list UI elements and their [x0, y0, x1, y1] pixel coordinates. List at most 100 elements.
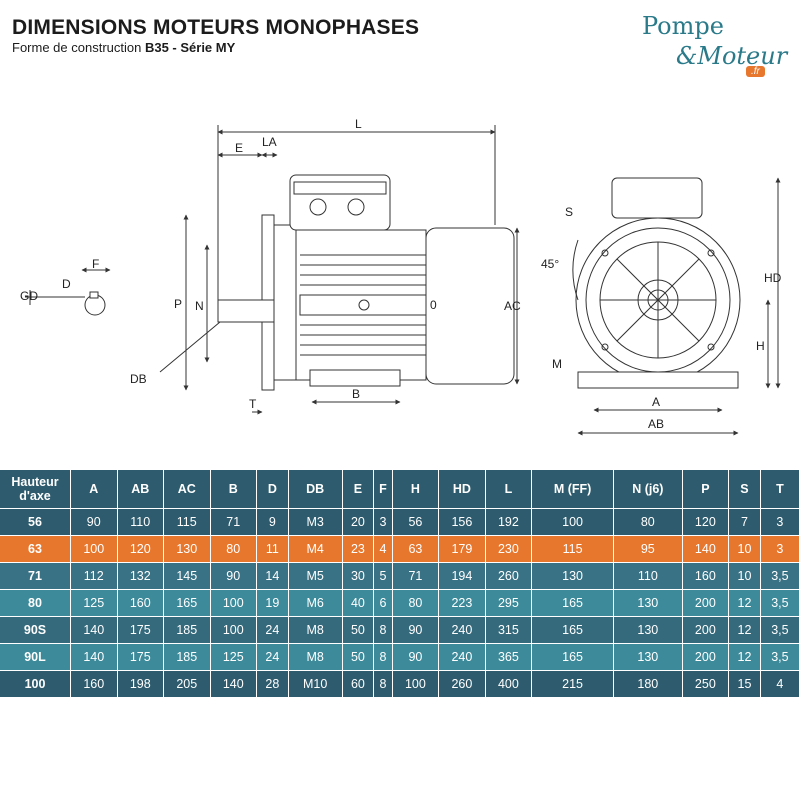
logo-line1: Pompe — [642, 12, 724, 40]
subtitle-series: B35 - Série MY — [144, 40, 236, 55]
table-cell: 90 — [392, 644, 440, 671]
table-cell: 185 — [164, 617, 211, 644]
table-cell: 11 — [257, 536, 289, 563]
dim-label-M: M — [552, 357, 562, 371]
table-cell: 8 — [374, 671, 393, 698]
table-cell: 12 — [729, 590, 761, 617]
table-cell: 100 — [392, 671, 440, 698]
table-cell: 192 — [485, 509, 533, 536]
table-cell: 5 — [374, 563, 393, 590]
dim-label-DB: DB — [130, 372, 147, 386]
table-cell: 140 — [71, 644, 118, 671]
table-cell: 3 — [760, 536, 800, 563]
table-cell: 215 — [532, 671, 615, 698]
table-cell: 20 — [342, 509, 375, 536]
table-cell: M4 — [288, 536, 343, 563]
table-cell: 90 — [210, 563, 257, 590]
motor-side-view — [159, 125, 520, 415]
column-header: E — [342, 470, 375, 509]
row-axis-height-cell: 63 — [0, 536, 71, 563]
table-cell: 160 — [117, 590, 164, 617]
table-cell: 3,5 — [760, 644, 800, 671]
table-cell: 194 — [439, 563, 486, 590]
table-cell: 14 — [257, 563, 289, 590]
row-axis-height-cell: 100 — [0, 671, 71, 698]
table-cell: 9 — [257, 509, 289, 536]
row-axis-height-cell: 80 — [0, 590, 71, 617]
table-cell: 10 — [729, 536, 761, 563]
table-cell: 3,5 — [760, 563, 800, 590]
motor-front-view — [572, 177, 781, 436]
table-cell: M6 — [288, 590, 343, 617]
table-cell: 28 — [257, 671, 289, 698]
table-cell: 40 — [342, 590, 375, 617]
table-header-row: Hauteur d'axe A AB AC B D DB E F H HD L … — [0, 470, 800, 509]
column-header: D — [257, 470, 289, 509]
column-header: A — [71, 470, 118, 509]
table-cell: 112 — [71, 563, 118, 590]
column-header: P — [682, 470, 730, 509]
row-axis-height-cell: 56 — [0, 509, 71, 536]
dim-label-AC: AC — [504, 299, 521, 313]
table-cell: 3 — [374, 509, 393, 536]
table-cell: 100 — [532, 509, 615, 536]
row-axis-height-cell: 90S — [0, 617, 71, 644]
table-cell: 100 — [210, 617, 257, 644]
table-cell: M5 — [288, 563, 343, 590]
table-cell: 50 — [342, 644, 375, 671]
table-cell: 140 — [682, 536, 730, 563]
table-cell: 145 — [164, 563, 211, 590]
table-cell: M10 — [288, 671, 343, 698]
dim-label-S: S — [565, 205, 573, 219]
table-cell: 3,5 — [760, 590, 800, 617]
table-cell: M8 — [288, 644, 343, 671]
column-header: M (FF) — [532, 470, 615, 509]
table-cell: 100 — [210, 590, 257, 617]
table-cell: 205 — [164, 671, 211, 698]
table-cell: 140 — [210, 671, 257, 698]
table-cell: 295 — [485, 590, 533, 617]
column-header: DB — [288, 470, 343, 509]
subtitle-prefix: Forme de construction — [12, 40, 145, 55]
dim-label-D: D — [62, 277, 71, 291]
table-cell: 165 — [532, 644, 615, 671]
table-cell: 125 — [71, 590, 118, 617]
dim-label-E: E — [235, 141, 243, 155]
table-cell: M8 — [288, 617, 343, 644]
table-cell: 400 — [485, 671, 533, 698]
dim-label-LA: LA — [262, 135, 277, 149]
table-cell: 130 — [532, 563, 615, 590]
table-cell: M3 — [288, 509, 343, 536]
table-cell: 30 — [342, 563, 375, 590]
table-cell: 80 — [210, 536, 257, 563]
dimensions-table: Hauteur d'axe A AB AC B D DB E F H HD L … — [0, 470, 800, 698]
table-cell: 240 — [439, 617, 486, 644]
column-header: T — [760, 470, 800, 509]
table-cell: 7 — [729, 509, 761, 536]
dim-label-O: 0 — [430, 298, 437, 312]
table-cell: 90 — [71, 509, 118, 536]
table-cell: 80 — [614, 509, 683, 536]
dim-label-AB: AB — [648, 417, 664, 431]
column-header: H — [392, 470, 440, 509]
table-cell: 60 — [342, 671, 375, 698]
table-cell: 180 — [614, 671, 683, 698]
table-cell: 132 — [117, 563, 164, 590]
table-cell: 6 — [374, 590, 393, 617]
dim-label-P: P — [174, 297, 182, 311]
table-cell: 240 — [439, 644, 486, 671]
table-cell: 315 — [485, 617, 533, 644]
column-header: L — [485, 470, 533, 509]
table-cell: 156 — [439, 509, 486, 536]
motor-technical-drawing: L E LA F D GD P N DB T B AC 0 S 45° HD H… — [20, 117, 782, 436]
table-cell: 56 — [392, 509, 440, 536]
brand-logo: Pompe &Moteur .fr — [642, 12, 792, 82]
table-cell: 12 — [729, 644, 761, 671]
table-cell: 120 — [117, 536, 164, 563]
table-cell: 110 — [614, 563, 683, 590]
